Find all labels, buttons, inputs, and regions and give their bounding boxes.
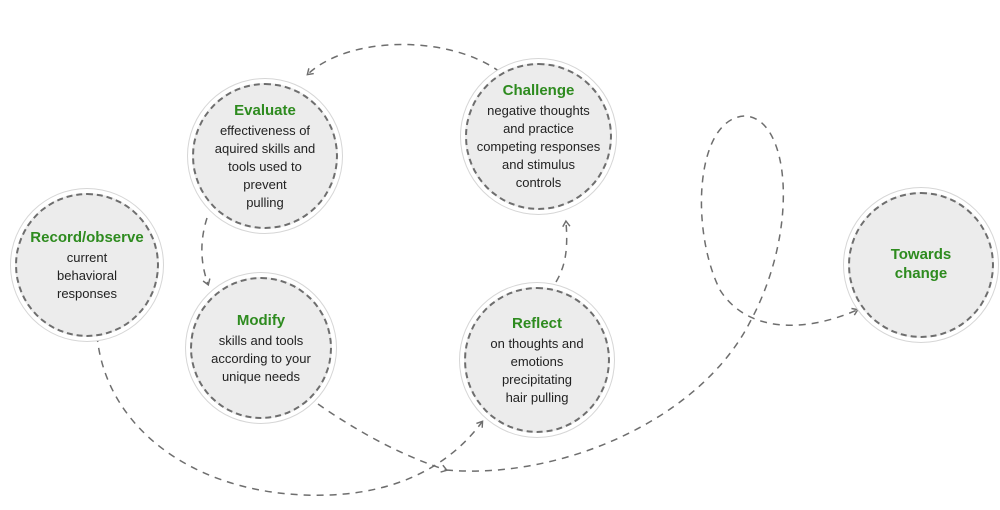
node-reflect-title: Reflect [511,314,563,332]
node-modify-desc: skills and tools according to your uniqu… [211,332,311,384]
arrow-evaluate-to-modify [201,217,211,287]
node-evaluate-desc: effectiveness of aquired skills and tool… [214,122,316,210]
arrow-reflect-to-challenge [555,219,571,283]
arrow-modify-to-crossing [317,403,449,473]
node-modify: Modify skills and tools according to you… [190,277,332,419]
node-modify-title: Modify [236,311,286,329]
node-evaluate-title: Evaluate [234,101,296,119]
arrow-loop-to-towards-change [445,115,860,472]
node-challenge-desc: negative thoughts and practice competing… [476,103,601,190]
node-record-observe-desc: current behavioral responses [57,249,117,301]
node-challenge-title: Challenge [502,82,575,99]
node-towards-change: Towards change [848,192,994,338]
node-evaluate: Evaluate effectiveness of aquired skills… [192,83,338,229]
node-record-observe-title: Record/observe [30,228,144,246]
node-reflect: Reflect on thoughts and emotions precipi… [464,287,610,433]
node-challenge: Challenge negative thoughts and practice… [465,63,612,210]
node-reflect-desc: on thoughts and emotions precipitating h… [490,335,584,405]
node-record-observe: Record/observe current behavioral respon… [15,193,159,337]
arrow-challenge-to-evaluate [306,43,501,76]
node-towards-change-title: Towards change [890,246,952,282]
